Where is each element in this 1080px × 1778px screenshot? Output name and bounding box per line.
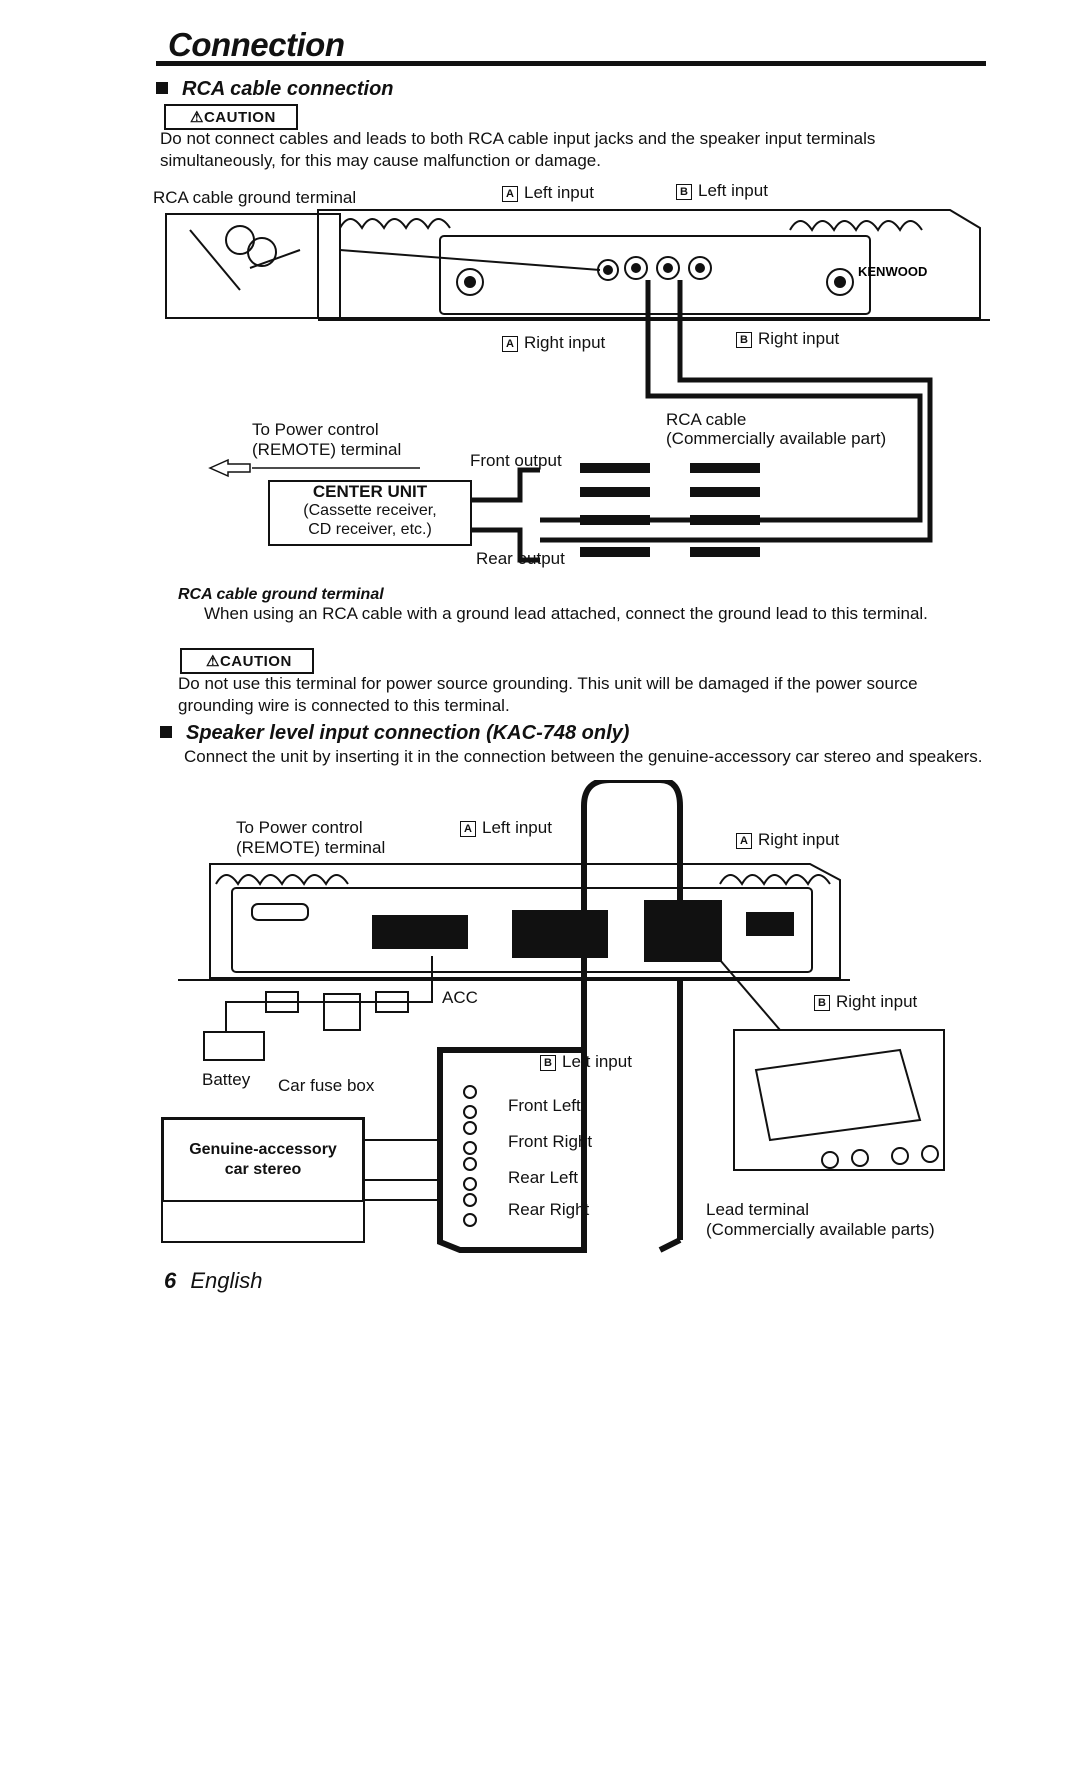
lead-terminal-inset — [719, 959, 945, 1171]
letter-a-icon: A — [502, 186, 518, 202]
rca-cable-note: (Commercially available part) — [666, 429, 887, 448]
rca-power-control-label: To Power control — [252, 420, 379, 439]
rca-cables — [470, 280, 933, 563]
center-unit-line2: (Cassette receiver, — [303, 502, 437, 519]
label-text: Right input — [758, 830, 840, 849]
page-footer: 6 English — [164, 1268, 263, 1294]
speaker-connection-diagram — [161, 780, 945, 1253]
center-unit-box: CENTER UNIT (Cassette receiver, CD recei… — [268, 480, 472, 546]
remote-arrow-icon — [208, 458, 420, 478]
power-wiring — [161, 956, 440, 1243]
amplifier-body — [317, 209, 990, 321]
letter-a-icon: A — [460, 821, 476, 837]
bullet-square-icon — [156, 82, 168, 94]
ground-caution-badge: ⚠CAUTION — [180, 648, 314, 674]
speaker-section-text: Connect the unit by inserting it in the … — [184, 747, 983, 766]
spk-b-right-input-label: B Right input — [814, 992, 917, 1012]
lead-terminal-label: Lead terminal — [706, 1200, 810, 1219]
center-unit-line3: CD receiver, etc.) — [308, 521, 432, 538]
letter-b-icon: B — [676, 184, 692, 200]
label-text: Left input — [698, 181, 768, 200]
rca-caution-text: Do not connect cables and leads to both … — [160, 129, 876, 170]
rca-jacks — [456, 256, 854, 296]
front-output-label: Front output — [470, 451, 562, 470]
rca-heading-text: RCA cable connection — [182, 78, 394, 100]
center-unit-title: CENTER UNIT — [312, 482, 428, 501]
bullet-square-icon — [160, 726, 172, 738]
speaker-cables — [437, 780, 683, 1253]
rca-b-right-input-label: B Right input — [736, 329, 839, 349]
speaker-terminals — [372, 900, 794, 962]
page-title: Connection — [168, 26, 345, 63]
rca-a-right-input-label: A Right input — [502, 333, 605, 353]
rca-a-left-input-label: A Left input — [502, 183, 594, 203]
label-text: Right input — [524, 333, 606, 352]
rear-left-label: Rear Left — [508, 1168, 578, 1187]
page-number: 6 — [164, 1268, 177, 1293]
label-text: Right input — [758, 329, 840, 348]
speaker-section-heading: Speaker level input connection (KAC-748 … — [160, 722, 629, 745]
label-text: Left input — [524, 183, 594, 202]
rca-b-left-input-label: B Left input — [676, 181, 768, 201]
label-text: Left input — [562, 1052, 632, 1071]
page-language: English — [190, 1268, 263, 1293]
speaker-heading-text: Speaker level input connection (KAC-748 … — [186, 722, 630, 744]
letter-b-icon: B — [540, 1055, 556, 1071]
rca-ground-terminal-label: RCA cable ground terminal — [153, 188, 357, 207]
letter-b-icon: B — [736, 332, 752, 348]
acc-label: ACC — [442, 988, 478, 1007]
lead-terminal-note: (Commercially available parts) — [706, 1220, 935, 1239]
ground-note-text: When using an RCA cable with a ground le… — [204, 604, 928, 623]
rca-plugs — [580, 463, 760, 557]
ground-caution-text: Do not use this terminal for power sourc… — [178, 674, 918, 715]
rca-section-heading: RCA cable connection — [156, 78, 394, 101]
letter-b-icon: B — [814, 995, 830, 1011]
stereo-line2: car stereo — [224, 1161, 302, 1178]
rca-connection-diagram: KENWOOD — [165, 209, 990, 563]
front-right-label: Front Right — [508, 1132, 593, 1151]
front-left-label: Front Left — [508, 1096, 581, 1115]
spk-b-left-input-label: B Left input — [540, 1052, 632, 1072]
car-stereo-box: Genuine-accessory car stereo — [162, 1118, 364, 1202]
caution-badge: ⚠CAUTION — [164, 104, 298, 130]
spk-a-left-input-label: A Left input — [460, 818, 552, 838]
label-text: Left input — [482, 818, 552, 837]
rca-cable-label: RCA cable — [666, 410, 747, 429]
letter-a-icon: A — [502, 336, 518, 352]
spk-power-control-label: To Power control — [236, 818, 363, 837]
fuse-box-label: Car fuse box — [278, 1076, 375, 1095]
stereo-line1: Genuine-accessory — [189, 1141, 337, 1158]
spk-a-right-input-label: A Right input — [736, 830, 839, 850]
rear-right-label: Rear Right — [508, 1200, 590, 1219]
brand-label: KENWOOD — [858, 264, 927, 279]
letter-a-icon: A — [736, 833, 752, 849]
rca-remote-terminal-label: (REMOTE) terminal — [252, 440, 402, 459]
title-rule — [156, 61, 986, 66]
label-text: Right input — [836, 992, 918, 1011]
battery-label: Battey — [202, 1070, 251, 1089]
speaker-terminal-group — [463, 1085, 477, 1227]
ground-terminal-inset — [165, 213, 601, 319]
spk-remote-terminal-label: (REMOTE) terminal — [236, 838, 386, 857]
ground-note-heading: RCA cable ground terminal — [178, 586, 384, 603]
